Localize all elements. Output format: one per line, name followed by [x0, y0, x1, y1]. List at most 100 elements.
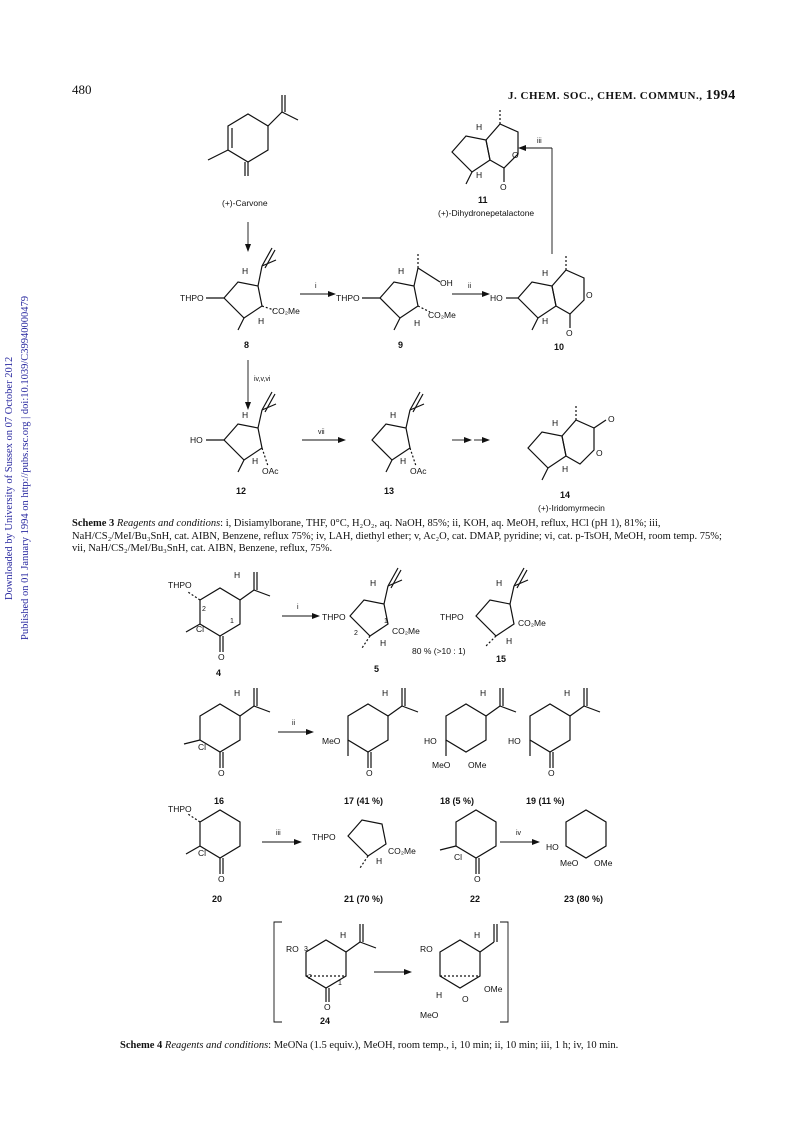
- c14-ring-o-label: O: [596, 448, 603, 458]
- c21-thpo-label: THPO: [312, 832, 336, 842]
- c5-n2-label: 2: [354, 630, 358, 637]
- c18-meo-label: MeO: [432, 760, 451, 770]
- arrow-ii-label: ii: [468, 283, 472, 290]
- c14-h-label: H: [552, 418, 559, 428]
- c11-h2-label: H: [476, 170, 483, 180]
- compound-11-name: (+)-Dihydronepetalactone: [438, 208, 535, 218]
- c4-cl-label: Cl: [196, 624, 205, 634]
- c11-h-label: H: [476, 122, 483, 132]
- c19-h-label: H: [564, 688, 571, 698]
- c19-ho-label: HO: [508, 736, 521, 746]
- c15-h2-label: H: [506, 636, 513, 646]
- c5-h-label: H: [370, 578, 377, 588]
- compound-10-structure: [506, 256, 585, 331]
- compound-8-number: 8: [244, 340, 250, 350]
- c5-h2-label: H: [380, 638, 387, 648]
- compound-13-number: 13: [384, 486, 395, 496]
- compound-5-number: 5: [374, 664, 380, 674]
- c22-o-label: O: [474, 874, 481, 884]
- c24b-h2-label: H: [436, 990, 443, 1000]
- compound-24-bracket: [273, 921, 509, 1023]
- c22-cl-label: Cl: [454, 852, 463, 862]
- compound-5-structure: [349, 567, 403, 649]
- scheme4-caption-italic: Reagents and conditions: [164, 1040, 269, 1051]
- c8-co2me-label: CO₂Me: [272, 306, 300, 316]
- c12-h-label: H: [242, 410, 249, 420]
- compound-14-name: (+)-Iridomyrmecin: [538, 503, 605, 513]
- c8-h-label: H: [242, 266, 249, 276]
- c23-ho-label: HO: [546, 842, 559, 852]
- compound-12-number: 12: [236, 486, 247, 496]
- scheme4-drawing: [183, 567, 607, 1023]
- c11-carbonyl-o-label: O: [500, 182, 507, 192]
- c10-o-label: O: [586, 290, 593, 300]
- journal-name: J. CHEM. SOC., CHEM. COMMUN.,: [508, 90, 703, 102]
- c14-h2-label: H: [562, 464, 569, 474]
- compound-15-structure: [475, 567, 529, 647]
- c9-h-label: H: [398, 266, 405, 276]
- c5-thpo-label: THPO: [322, 612, 346, 622]
- c14-o-label: O: [608, 414, 615, 424]
- c20-thpo-label: THPO: [168, 804, 192, 814]
- c24b-meo-label: MeO: [420, 1010, 439, 1020]
- arrow-s4-iii-label: iii: [276, 830, 281, 837]
- compound-23-structure: [565, 809, 607, 859]
- arrow-vii-label: vii: [318, 429, 325, 436]
- arrow-s4-ii-label: ii: [292, 720, 296, 727]
- compound-12-structure: [206, 391, 277, 473]
- c12-h2-label: H: [252, 456, 259, 466]
- c15-thpo-label: THPO: [440, 612, 464, 622]
- c4-n1-label: 1: [230, 618, 234, 625]
- c24-h-label: H: [340, 930, 347, 940]
- compound-24-number: 24: [320, 1016, 331, 1026]
- c10-carbonyl-o-label: O: [566, 328, 573, 338]
- c24-ro-label: RO: [286, 944, 299, 954]
- arrow-iii-label: iii: [537, 138, 542, 145]
- compound-20-structure: [185, 809, 241, 874]
- c18-ho-label: HO: [424, 736, 437, 746]
- c24b-o-label: O: [462, 994, 469, 1004]
- ratio-label: 80 % (>10 : 1): [412, 646, 466, 656]
- c16-h-label: H: [234, 688, 241, 698]
- scheme4-caption-title: Scheme 4: [120, 1040, 163, 1051]
- c4-o-label: O: [218, 652, 225, 662]
- scheme3-caption: Scheme 3 Reagents and conditions: i, Dis…: [72, 518, 726, 556]
- carvone-structure: [207, 95, 299, 176]
- c20-o-label: O: [218, 874, 225, 884]
- compound-17-number: 17 (41 %): [344, 796, 384, 806]
- c23-ome-label: OMe: [594, 858, 613, 868]
- c24-n1-label: 1: [338, 980, 342, 987]
- compound-16-number: 16: [214, 796, 225, 806]
- compound-14-structure: [527, 406, 607, 481]
- c21-co2me-label: CO₂Me: [388, 846, 416, 856]
- c24-n3-label: 3: [304, 946, 308, 953]
- compound-16-structure: [183, 688, 271, 768]
- scheme3-caption-title: Scheme 3: [72, 518, 115, 529]
- c4-thpo-label: THPO: [168, 580, 192, 590]
- compound-21-number: 21 (70 %): [344, 894, 384, 904]
- c18-h-label: H: [480, 688, 487, 698]
- c12-ho-label: HO: [190, 435, 203, 445]
- compound-18-number: 18 (5 %): [440, 796, 475, 806]
- c9-thpo-label: THPO: [336, 293, 360, 303]
- c16-cl-label: Cl: [198, 742, 207, 752]
- c21-h-label: H: [376, 856, 383, 866]
- c11-o-label: O: [512, 150, 519, 160]
- compound-8-structure: [206, 247, 277, 331]
- c18-ome-label: OMe: [468, 760, 487, 770]
- scheme4-caption-text: : MeONa (1.5 equiv.), MeOH, room temp., …: [268, 1040, 619, 1051]
- c16-o-label: O: [218, 768, 225, 778]
- c10-h2-label: H: [542, 316, 549, 326]
- c17-meo-label: MeO: [322, 736, 341, 746]
- compound-23-number: 23 (80 %): [564, 894, 604, 904]
- c20-cl-label: Cl: [198, 848, 207, 858]
- arrow-s4-i-label: i: [297, 604, 299, 611]
- page-number: 480: [72, 82, 92, 97]
- scheme3-caption-text: : i, Disiamylborane, THF, 0°C, H₂O₂, aq.…: [72, 518, 722, 554]
- scheme4-caption: Scheme 4 Reagents and conditions: MeONa …: [120, 1040, 740, 1053]
- compound-20-number: 20: [212, 894, 223, 904]
- compound-18-structure: [445, 688, 517, 756]
- compound-13-structure: [371, 391, 425, 473]
- compound-11-number: 11: [478, 195, 488, 205]
- compound-22-number: 22: [470, 894, 481, 904]
